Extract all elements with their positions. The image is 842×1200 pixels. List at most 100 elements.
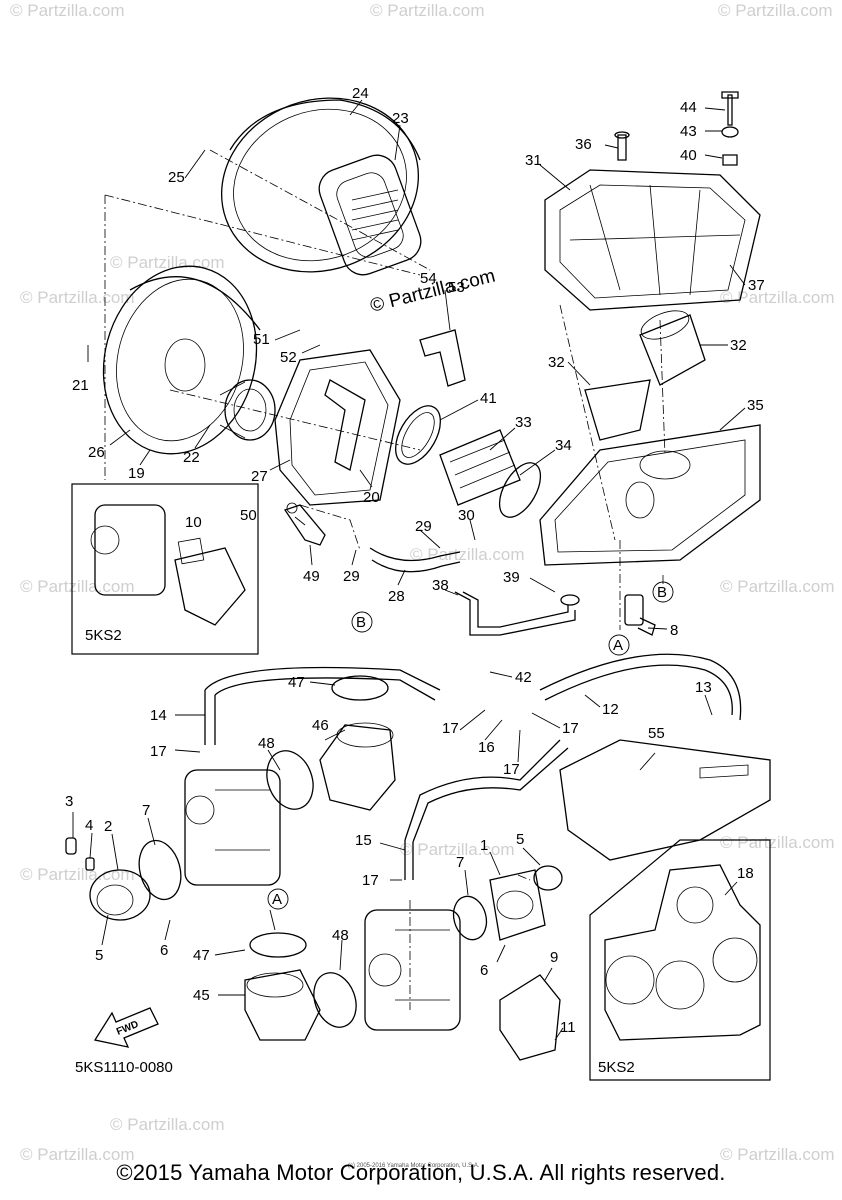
watermark-top-mid: © Partzilla.com xyxy=(370,1,485,20)
ref-markers: B A B A xyxy=(267,581,674,910)
clamp-48-upper xyxy=(266,750,314,810)
fwd-arrow: FWD xyxy=(93,1007,159,1048)
callout-13: 13 xyxy=(695,679,712,696)
callout-47-upper: 47 xyxy=(288,674,305,691)
plate-55 xyxy=(559,739,771,861)
callout-17-d: 17 xyxy=(562,720,579,737)
diagram-code: 5KS1110-0080 xyxy=(75,1059,173,1076)
joints-32 xyxy=(584,310,706,441)
bolt-36 xyxy=(614,131,630,161)
fwd-label: FWD xyxy=(115,1019,140,1038)
watermark-right-5: © Partzilla.com xyxy=(720,1145,835,1164)
callout-6-right: 6 xyxy=(480,962,488,979)
callout-29-right: 29 xyxy=(415,518,432,535)
ref-marker-a-lower: A xyxy=(272,891,282,908)
watermark-left-1: © Partzilla.com xyxy=(20,288,135,307)
tiny-copyright-note: (c) 2005-2016 Yamaha Motor Corporation, … xyxy=(348,1163,480,1169)
callout-5-left: 5 xyxy=(95,947,103,964)
callout-36: 36 xyxy=(575,136,592,153)
leader-lines xyxy=(72,99,746,1041)
callout-17-e: 17 xyxy=(362,872,379,889)
callout-48-upper: 48 xyxy=(258,735,275,752)
air-cleaner-cover-31 xyxy=(544,169,761,311)
watermark-left-6: © Partzilla.com xyxy=(110,1115,225,1134)
joint-33 xyxy=(439,429,521,506)
callout-7-left: 7 xyxy=(142,802,150,819)
gasket-41 xyxy=(395,405,441,465)
callout-39: 39 xyxy=(503,569,520,586)
watermark-top-right: © Partzilla.com xyxy=(718,1,833,20)
clamp-48-lower xyxy=(313,972,357,1028)
callout-46: 46 xyxy=(312,717,329,734)
callout-16: 16 xyxy=(478,739,495,756)
callout-45: 45 xyxy=(193,987,210,1004)
callout-24: 24 xyxy=(352,85,369,102)
cover-9 xyxy=(499,974,561,1061)
hose-14 xyxy=(204,666,441,745)
watermark-top-left: © Partzilla.com xyxy=(10,1,125,20)
air-cleaner-case-26 xyxy=(102,265,261,455)
callout-54: 54 xyxy=(420,270,437,287)
callout-14: 14 xyxy=(150,707,167,724)
joint-45 xyxy=(244,969,321,1041)
callout-27: 27 xyxy=(251,468,268,485)
air-cleaner-case-35 xyxy=(539,424,761,566)
callout-35: 35 xyxy=(747,397,764,414)
callout-17-c: 17 xyxy=(503,761,520,778)
hose-38 xyxy=(454,591,576,636)
drain-8 xyxy=(624,594,656,636)
clamp-7-right xyxy=(452,895,488,941)
callout-30: 30 xyxy=(458,507,475,524)
callout-1: 1 xyxy=(480,837,488,854)
callout-2: 2 xyxy=(104,818,112,835)
clamp-39 xyxy=(560,594,580,606)
air-cleaner-case-27 xyxy=(274,349,401,506)
watermark-left-2: © Partzilla.com xyxy=(110,253,225,272)
watermarks: © Partzilla.com © Partzilla.com © Partzi… xyxy=(10,1,835,1164)
callout-9: 9 xyxy=(550,949,558,966)
callout-6-left: 6 xyxy=(160,942,168,959)
callout-49: 49 xyxy=(303,568,320,585)
callout-51: 51 xyxy=(253,331,270,348)
joint-46 xyxy=(319,722,396,811)
watermark-left-5: © Partzilla.com xyxy=(20,1145,135,1164)
callout-31: 31 xyxy=(525,152,542,169)
callout-15: 15 xyxy=(355,832,372,849)
ref-marker-b-upper: B xyxy=(356,614,366,631)
watermark-mid-3: © Partzilla.com xyxy=(410,545,525,564)
callout-29-left: 29 xyxy=(343,568,360,585)
callout-50: 50 xyxy=(240,507,257,524)
callout-10: 10 xyxy=(185,514,202,531)
callout-52: 52 xyxy=(280,349,297,366)
callout-17-a: 17 xyxy=(150,743,167,760)
callout-17-b: 17 xyxy=(442,720,459,737)
watermark-right-4: © Partzilla.com xyxy=(720,833,835,852)
bracket-20 xyxy=(324,379,366,471)
hose-12 xyxy=(539,653,742,721)
callout-47-lower: 47 xyxy=(193,947,210,964)
copyright-footer: ©2015 Yamaha Motor Corporation, U.S.A. A… xyxy=(116,1160,726,1185)
air-filter-element-23 xyxy=(318,154,422,276)
clamp-7-left xyxy=(138,839,182,901)
callout-37: 37 xyxy=(748,277,765,294)
callout-7-right: 7 xyxy=(456,854,464,871)
callout-5-right: 5 xyxy=(516,831,524,848)
carburetor-1-lower xyxy=(364,909,461,1031)
callout-43: 43 xyxy=(680,123,697,140)
callout-32-left: 32 xyxy=(548,354,565,371)
bracket-53 xyxy=(419,329,466,387)
ref-marker-a-upper: A xyxy=(613,637,623,654)
watermark-mid-4: © Partzilla.com xyxy=(400,840,515,859)
callout-23: 23 xyxy=(392,110,409,127)
callout-44: 44 xyxy=(680,99,697,116)
watermark-right-3: © Partzilla.com xyxy=(720,577,835,596)
watermark-left-3: © Partzilla.com xyxy=(20,577,135,596)
callout-22: 22 xyxy=(183,449,200,466)
watermark-left-4: © Partzilla.com xyxy=(20,865,135,884)
callout-34: 34 xyxy=(555,437,572,454)
callout-8: 8 xyxy=(670,622,678,639)
callout-18: 18 xyxy=(737,865,754,882)
inset-box-left: 5KS2 xyxy=(71,483,259,655)
callout-42: 42 xyxy=(515,669,532,686)
gasket-34 xyxy=(498,462,542,518)
